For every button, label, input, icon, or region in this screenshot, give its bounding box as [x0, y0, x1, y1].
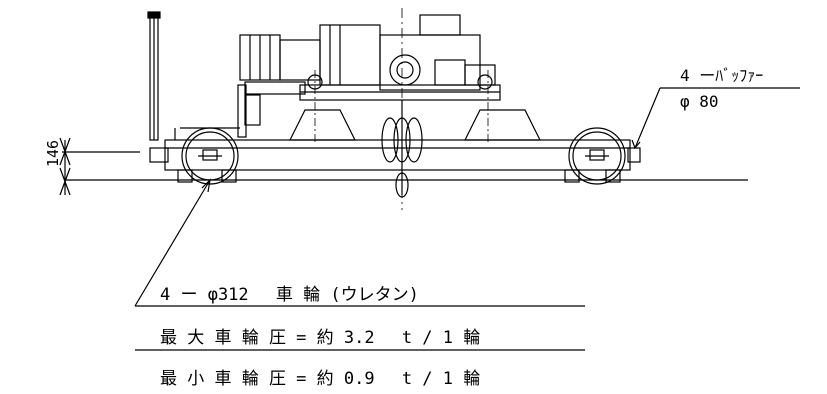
dimension-146	[59, 137, 140, 196]
wheel-left	[181, 127, 239, 185]
frame-beam	[149, 139, 641, 171]
wheel-leader	[134, 178, 211, 307]
dimension-value: 146	[44, 139, 62, 167]
max-load-label: 最 大 車 輪 圧 = 約 3.2 t / 1 輪	[160, 328, 481, 348]
wheel-spec-label: 4 ー φ312 車 輪 (ウレタン)	[160, 285, 419, 305]
buffer-diameter-label: φ 80	[680, 92, 719, 111]
dimension-label: 146	[44, 139, 62, 167]
buffer-leader	[631, 87, 800, 150]
wheel-right	[568, 127, 626, 185]
motor-assembly	[239, 14, 501, 101]
min-load-label: 最 小 車 輪 圧 = 約 0.9 t / 1 輪	[160, 369, 481, 389]
mast	[147, 11, 161, 141]
buffer-count-label: 4 ーﾊﾞｯﾌｧｰ	[680, 66, 764, 85]
